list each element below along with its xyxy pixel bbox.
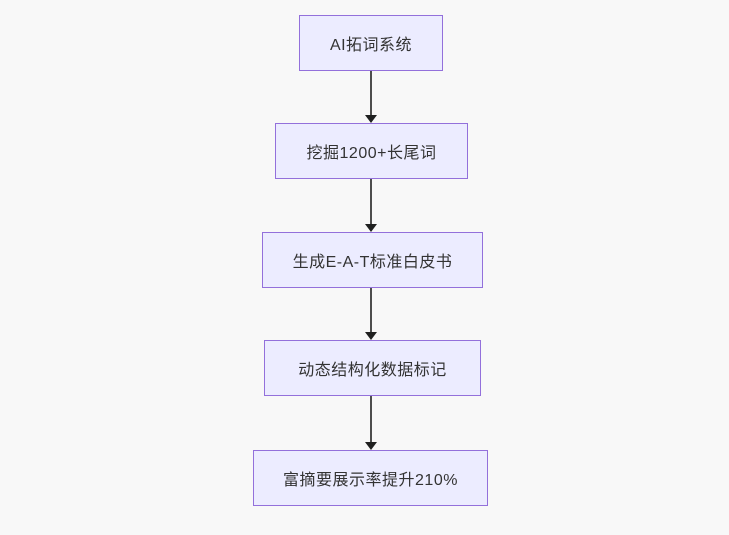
arrow-head-icon bbox=[365, 442, 377, 450]
arrow-shaft bbox=[370, 71, 372, 116]
flow-node-label: AI拓词系统 bbox=[329, 37, 413, 54]
flow-node-label: 生成E-A-T标准白皮书 bbox=[292, 254, 453, 271]
arrow-shaft bbox=[370, 288, 372, 333]
flow-edge-arrow-3 bbox=[364, 288, 378, 340]
flow-node-eat-whitepaper: 生成E-A-T标准白皮书 bbox=[262, 232, 483, 288]
flow-node-label: 富摘要展示率提升210% bbox=[283, 472, 458, 489]
flow-node-structured-data-markup: 动态结构化数据标记 bbox=[264, 340, 481, 396]
flow-node-ai-word-system: AI拓词系统 bbox=[299, 15, 443, 71]
flow-node-rich-snippet-rate: 富摘要展示率提升210% bbox=[253, 450, 488, 506]
flow-node-longtail-keywords: 挖掘1200+长尾词 bbox=[275, 123, 468, 179]
arrow-head-icon bbox=[365, 224, 377, 232]
flow-edge-arrow-2 bbox=[364, 179, 378, 232]
flow-edge-arrow-1 bbox=[364, 71, 378, 123]
arrow-head-icon bbox=[365, 332, 377, 340]
flow-edge-arrow-4 bbox=[364, 396, 378, 450]
arrow-shaft bbox=[370, 179, 372, 225]
arrow-head-icon bbox=[365, 115, 377, 123]
flow-node-label: 动态结构化数据标记 bbox=[298, 362, 447, 379]
arrow-shaft bbox=[370, 396, 372, 443]
flow-node-label: 挖掘1200+长尾词 bbox=[306, 145, 437, 162]
